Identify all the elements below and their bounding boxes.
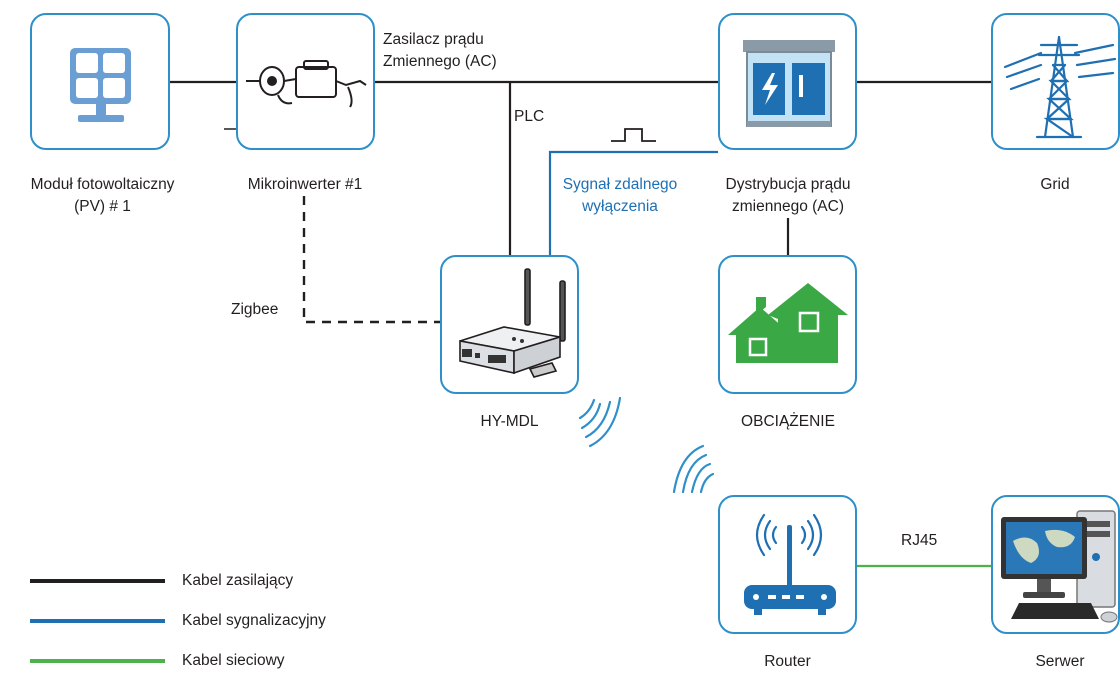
legend-label: Kabel sygnalizacyjny	[182, 612, 326, 629]
zigbee-dashed-line	[302, 196, 440, 324]
houses-icon	[728, 283, 848, 363]
microinverter-label: Mikroinwerter #1	[247, 176, 363, 193]
router-node[interactable]	[718, 495, 857, 634]
hy-mdl-node[interactable]	[440, 255, 579, 394]
ac-distribution-node[interactable]	[718, 13, 857, 150]
rj45-label: RJ45	[901, 532, 938, 549]
router-label: Router	[764, 653, 811, 670]
grid-node[interactable]	[991, 13, 1120, 150]
wireless-waves-icon	[672, 444, 715, 494]
ac-distribution-label: Dystrybucja prądu zmiennego (AC)	[725, 176, 851, 215]
load-label: OBCIĄŻENIE	[741, 413, 835, 430]
solar-panel-icon	[70, 48, 131, 122]
legend-swatch-signal	[30, 619, 165, 623]
gateway-device-icon	[459, 268, 566, 378]
server-node[interactable]	[991, 495, 1120, 634]
pulse-icon	[611, 128, 656, 142]
legend-swatch-power	[30, 579, 165, 583]
signal-line-shutdown	[548, 150, 718, 255]
desktop-computer-icon	[1001, 510, 1118, 623]
remote-shutdown-label: Sygnał zdalnego wyłączenia	[562, 176, 678, 215]
microinverter-node[interactable]	[236, 13, 375, 150]
legend-label: Kabel zasilający	[182, 572, 294, 589]
hy-mdl-label: HY-MDL	[480, 413, 539, 430]
ac-supply-label: Zasilacz prądu Zmiennego (AC)	[383, 31, 497, 70]
legend-swatch-network	[30, 659, 165, 663]
load-node[interactable]	[718, 255, 857, 394]
grid-label: Grid	[1040, 176, 1070, 193]
server-label: Serwer	[1035, 653, 1085, 670]
pv-module-label: Moduł fotowoltaiczny (PV) # 1	[30, 176, 175, 215]
microinverter-icon	[246, 60, 367, 108]
wireless-waves-icon	[578, 396, 622, 448]
plc-label: PLC	[514, 108, 545, 125]
pv-module-node[interactable]	[30, 13, 170, 150]
router-icon	[744, 513, 836, 615]
zigbee-label: Zigbee	[231, 301, 279, 318]
legend-label: Kabel sieciowy	[182, 652, 285, 669]
distribution-cabinet-icon	[743, 40, 835, 127]
power-tower-icon	[1003, 35, 1117, 139]
